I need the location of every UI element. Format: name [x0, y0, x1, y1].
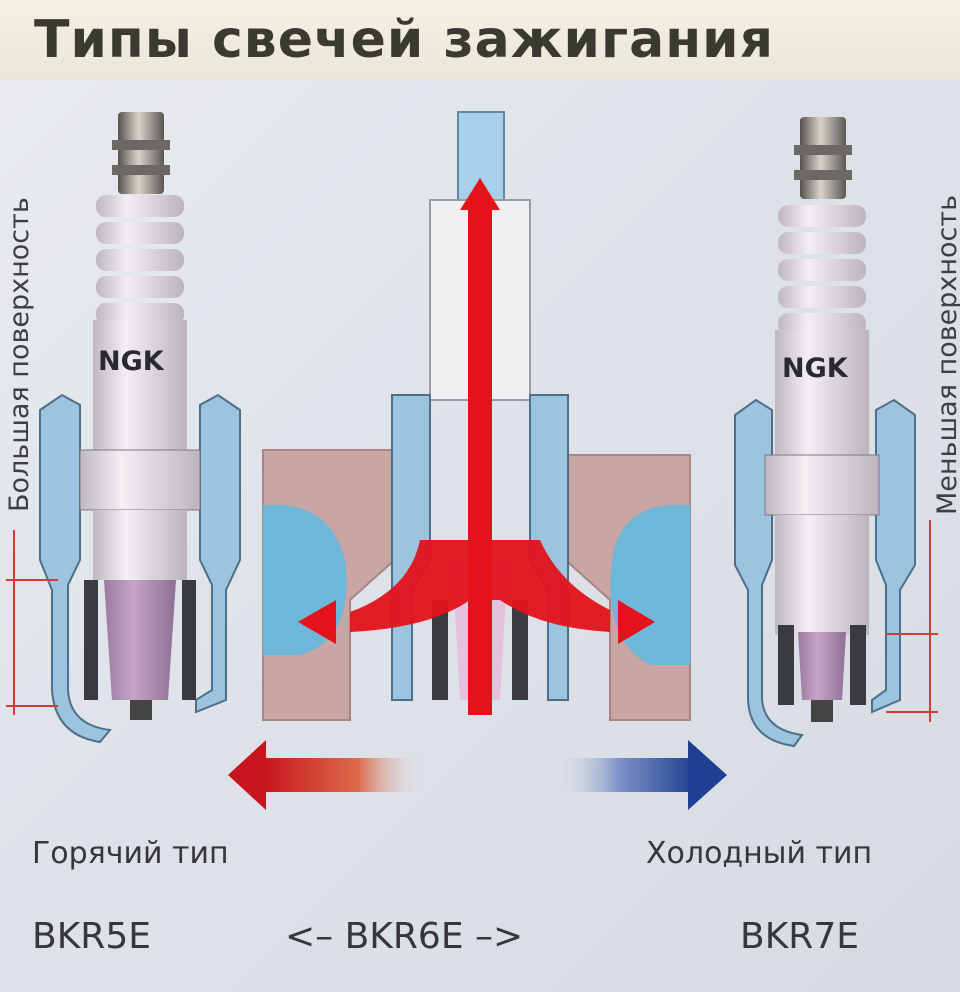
- cold-type-label: Холодный тип: [646, 836, 873, 871]
- brand-marking: NGK: [782, 353, 849, 384]
- insulator-ribs: [778, 205, 866, 335]
- cold-spark-plug: NGK: [734, 117, 938, 748]
- insulator-tip-long: [104, 580, 176, 700]
- shell-left-seal: [734, 398, 804, 748]
- model-cold: BKR7E: [740, 916, 859, 957]
- heat-arrow-left: [298, 600, 336, 644]
- shell-right-seal: [195, 393, 241, 714]
- insulator-body: [93, 320, 187, 450]
- brand-marking: NGK: [98, 346, 165, 377]
- insulator-body: [775, 330, 869, 455]
- heat-arrow-up: [460, 178, 500, 210]
- shell-right-seal: [871, 398, 916, 714]
- center-spark-plug-section: [262, 111, 691, 721]
- hot-type-label: Горячий тип: [32, 836, 229, 871]
- heat-arrow-right: [618, 600, 655, 644]
- page-title: Типы свечей зажигания: [0, 0, 960, 80]
- model-hot: BKR5E: [32, 916, 151, 957]
- terminal-nut: [118, 112, 164, 194]
- insulator-ribs: [96, 195, 184, 325]
- cold-direction-arrow: [555, 740, 727, 810]
- insulator-tip-short: [798, 632, 846, 700]
- hot-direction-arrow: [228, 740, 422, 810]
- heat-flow-center: [468, 205, 492, 715]
- shell-left-seal: [39, 393, 112, 744]
- terminal-nut: [800, 117, 846, 199]
- model-middle: <– BKR6E –>: [285, 916, 524, 957]
- hot-spark-plug: NGK: [6, 112, 241, 744]
